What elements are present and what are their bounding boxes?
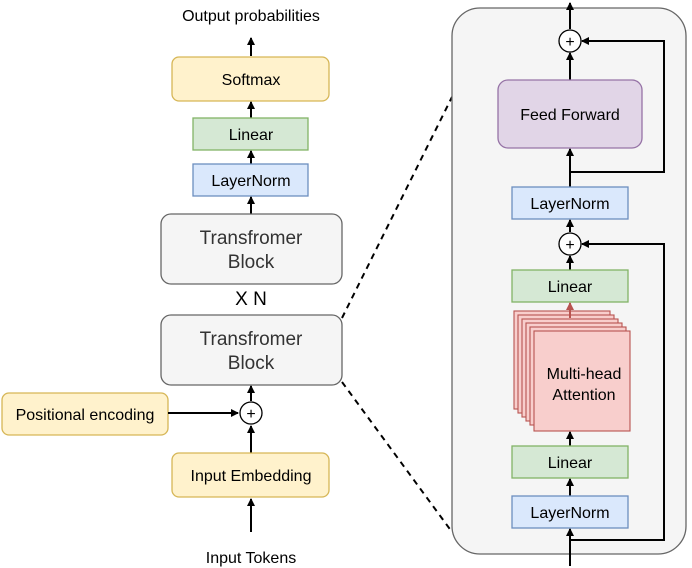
linear-bottom-label: Linear (548, 455, 593, 472)
layernorm-label: LayerNorm (211, 173, 290, 190)
transformer-block-bottom-line1: Transfromer (200, 329, 303, 350)
transformer-block-bottom-line2: Block (228, 353, 275, 374)
linear-label: Linear (229, 127, 274, 144)
zoom-line-bottom (341, 381, 453, 533)
multi-head-attention-stack: Multi-head Attention (513, 310, 631, 432)
transformer-block-top (160, 213, 343, 285)
transformer-block-top-line2: Block (228, 252, 275, 273)
attention-label-line1: Multi-head (547, 366, 622, 383)
linear-top-label: Linear (548, 279, 593, 296)
residual-top (570, 37, 665, 173)
add-symbol-middle: + (565, 237, 574, 254)
add-symbol-left: + (246, 406, 255, 423)
input-embedding-label: Input Embedding (191, 468, 312, 485)
attention-label-line2: Attention (552, 387, 615, 404)
positional-encoding-label: Positional encoding (16, 407, 155, 424)
zoom-line-top (341, 96, 453, 319)
layernorm-top-label: LayerNorm (530, 196, 609, 213)
transformer-block-top-line1: Transfromer (200, 228, 303, 249)
feed-forward-label: Feed Forward (520, 107, 620, 124)
transformer-block-bottom (160, 314, 343, 386)
repeat-n-label: X N (235, 289, 267, 310)
attention-head-front (533, 330, 631, 432)
output-probabilities-label: Output probabilities (182, 8, 320, 25)
layernorm-box (192, 163, 309, 197)
residual-middle (570, 240, 665, 541)
softmax-label: Softmax (222, 72, 281, 89)
input-embedding-box (171, 452, 330, 498)
add-symbol-top: + (565, 34, 574, 51)
left-stack: Output probabilities Softmax Linear Laye… (1, 8, 343, 567)
input-tokens-label: Input Tokens (206, 550, 296, 567)
linear-box (192, 117, 309, 151)
layernorm-bottom-box (511, 495, 629, 529)
linear-top-box (511, 269, 629, 303)
transformer-block-detail: + Feed Forward LayerNorm + Linear Multi-… (451, 2, 687, 566)
layernorm-bottom-label: LayerNorm (530, 505, 609, 522)
add-circle-left (239, 401, 263, 425)
